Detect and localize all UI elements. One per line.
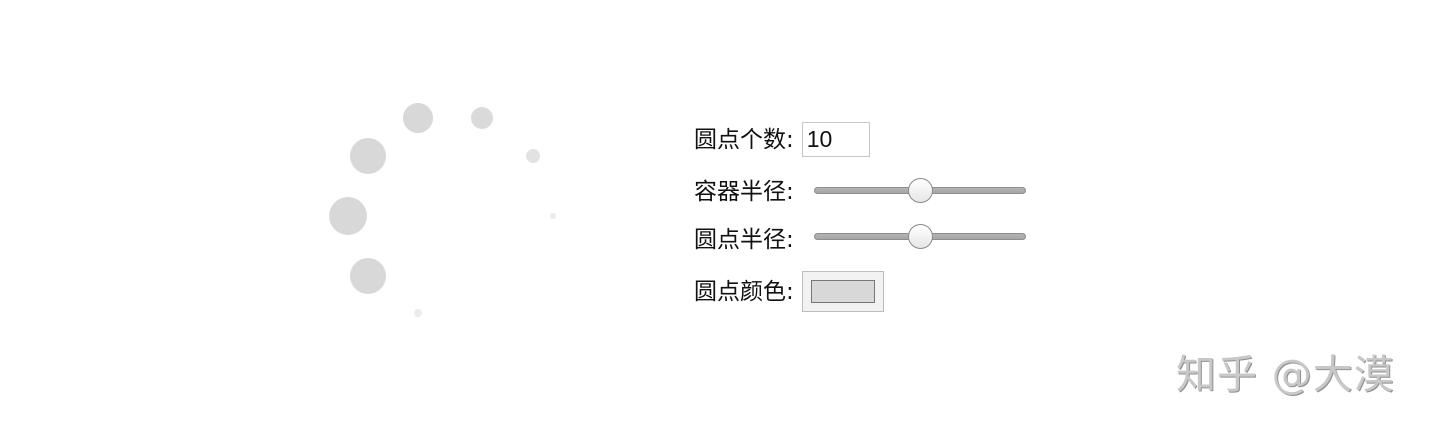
container-radius-label: 容器半径:: [694, 179, 794, 205]
container-radius-slider[interactable]: [814, 178, 1026, 204]
spinner-dot: [350, 258, 386, 294]
dot-color-label: 圆点颜色:: [694, 278, 794, 305]
spinner-dot: [329, 197, 367, 235]
dot-count-label: 圆点个数:: [694, 126, 794, 153]
spinner-dot: [471, 107, 493, 129]
dot-count-input[interactable]: 10: [801, 122, 870, 157]
watermark: 知乎 @大漠: [1176, 352, 1395, 398]
spinner-dot: [526, 149, 540, 163]
dot-radius-slider[interactable]: [814, 224, 1026, 250]
dot-radius-row: 圆点半径:: [694, 226, 794, 254]
spinner-dot: [350, 138, 386, 174]
spinner-dot: [414, 309, 422, 317]
spinner-dot: [550, 213, 556, 219]
dot-radius-label: 圆点半径:: [694, 227, 794, 253]
color-swatch: [810, 280, 875, 303]
spinner-dot: [403, 103, 433, 133]
slider-thumb[interactable]: [908, 224, 933, 249]
slider-thumb[interactable]: [908, 178, 933, 203]
dot-color-picker[interactable]: [801, 271, 884, 312]
dot-count-row: 圆点个数: 10: [694, 122, 870, 157]
dot-color-row: 圆点颜色:: [694, 271, 884, 312]
container-radius-row: 容器半径:: [694, 178, 794, 206]
